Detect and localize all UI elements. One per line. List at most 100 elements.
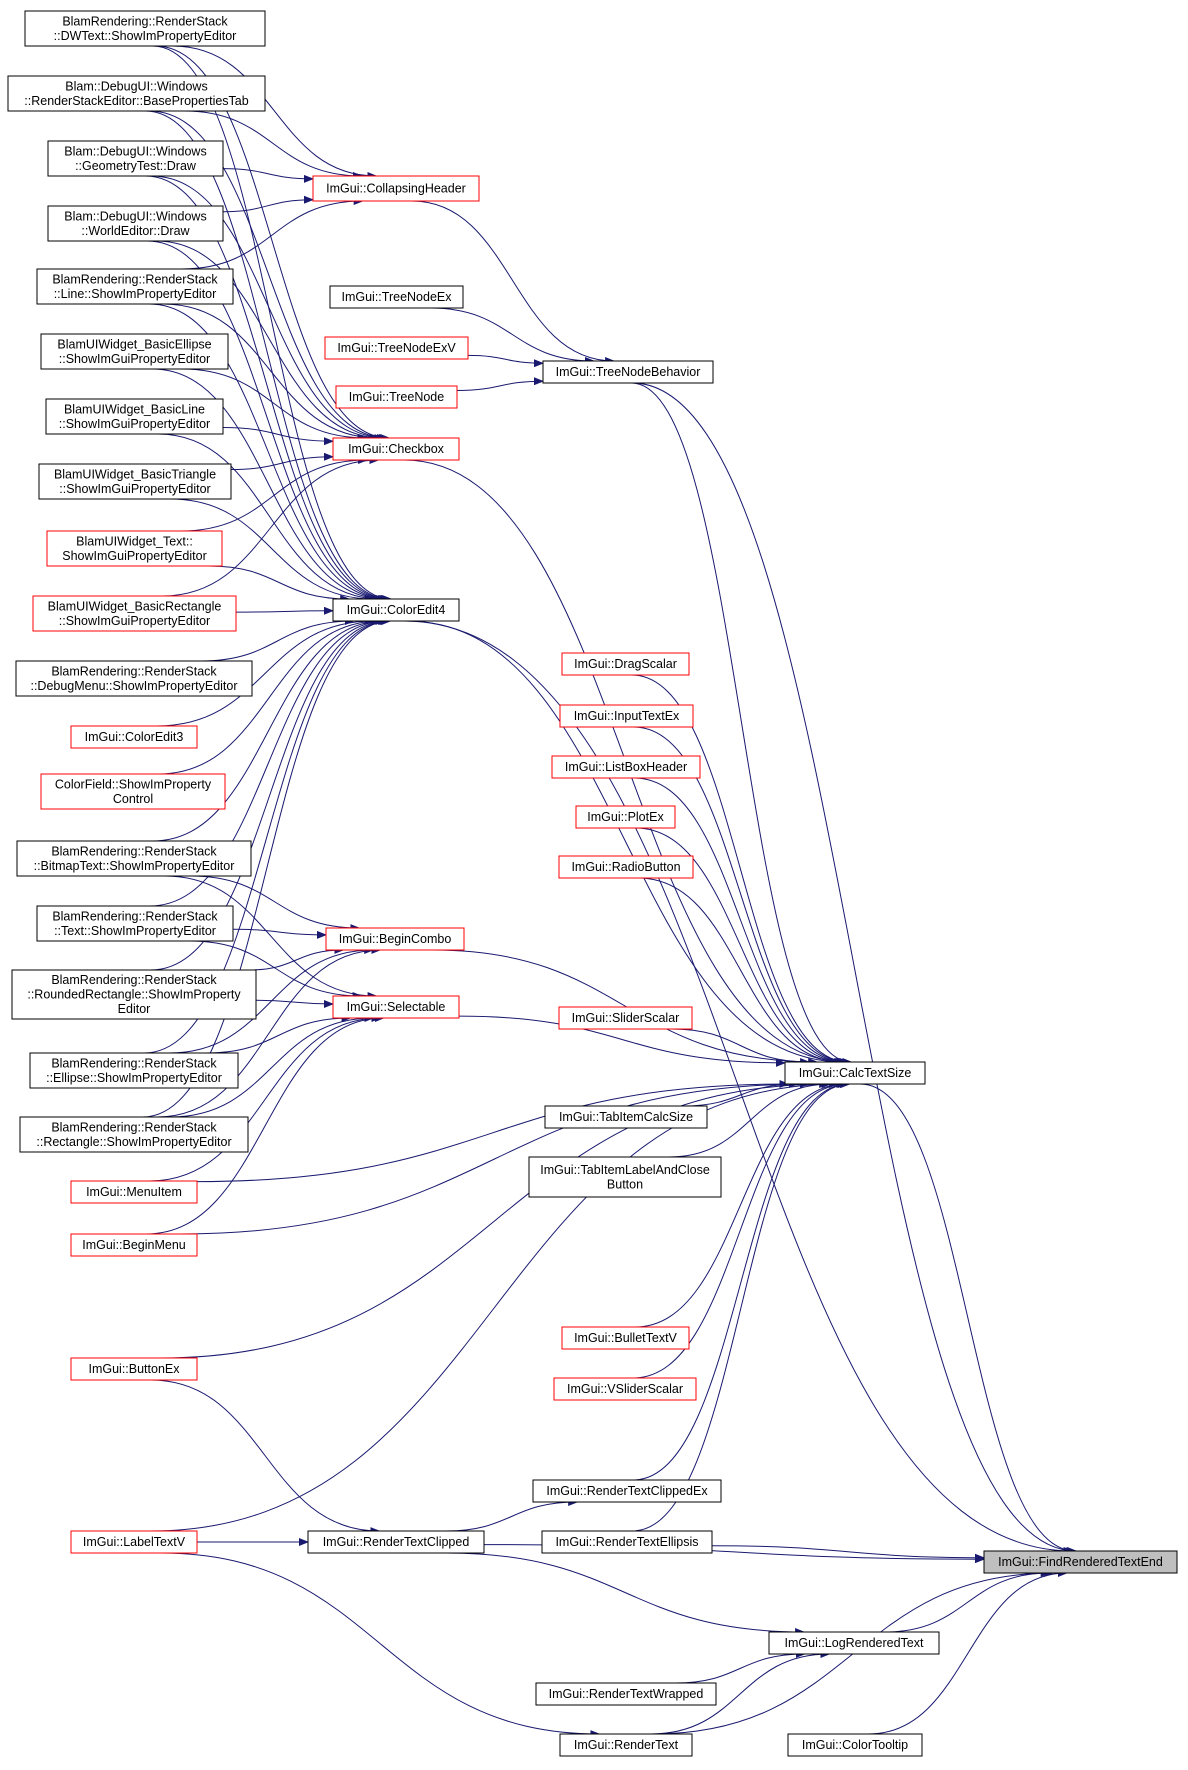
node-blamuiwidget-basictriangle-showimguipropertyeditor[interactable]: BlamUIWidget_BasicTriangle::ShowImGuiPro… [38,463,232,500]
node-imgui-rendertextclipped[interactable]: ImGui::RenderTextClipped [307,1530,485,1554]
edge-n16-to-n31 [255,999,334,1008]
edge-n16-to-n30 [249,946,345,971]
node-blamuiwidget-basicline-showimguipropertyeditor[interactable]: BlamUIWidget_BasicLine::ShowImGuiPropert… [45,398,224,435]
node-imgui-treenodeex[interactable]: ImGui::TreeNodeEx [329,285,464,309]
node-imgui-collapsingheader[interactable]: ImGui::CollapsingHeader [312,175,480,202]
node-label: BlamUIWidget_BasicEllipse [57,337,211,351]
node-blamrendering-renderstack-dwtext-showimpropertyeditor[interactable]: BlamRendering::RenderStack::DWText::Show… [24,10,266,47]
edge-n44-to-n47 [632,1080,851,1532]
node-imgui-rendertext[interactable]: ImGui::RenderText [559,1733,693,1757]
node-box [335,385,458,409]
node-blamrendering-renderstack-line-showimpropertyeditor[interactable]: BlamRendering::RenderStack::Line::ShowIm… [36,268,234,305]
node-blam-debugui-windows-renderstackeditor-basepropertiestab[interactable]: Blam::DebugUI::Windows::RenderStackEdito… [7,75,266,112]
node-imgui-radiobutton[interactable]: ImGui::RadioButton [558,855,694,879]
edge-n33-to-n47 [631,674,850,1066]
edge-n4-to-n29 [147,240,390,603]
node-label: ImGui::ColorTooltip [802,1738,908,1752]
node-imgui-plotex[interactable]: ImGui::PlotEx [575,805,676,829]
edge-n17-to-n29 [143,617,391,1054]
node-imgui-coloredit3[interactable]: ImGui::ColorEdit3 [70,725,198,749]
node-box [36,268,234,305]
node-label: ImGui::VSliderScalar [567,1382,683,1396]
edge-n8-to-n28 [230,452,334,470]
edge-n6-to-n28 [181,368,368,442]
node-label: ImGui::DragScalar [574,657,677,671]
node-imgui-selectable[interactable]: ImGui::Selectable [332,995,460,1019]
node-blamuiwidget-basicrectangle-showimguipropertyeditor[interactable]: BlamUIWidget_BasicRectangle::ShowImGuiPr… [32,595,237,632]
edge-n22-to-n47 [150,1080,840,1532]
node-label: ImGui::BeginMenu [82,1238,186,1252]
node-imgui-bullettextv[interactable]: ImGui::BulletTextV [561,1326,690,1350]
edge-n24-to-n27 [430,307,595,365]
node-box [983,1550,1178,1574]
node-label: ::ShowImGuiPropertyEditor [59,614,210,628]
node-blamrendering-renderstack-roundedrectangle-showimpropertyeditor[interactable]: BlamRendering::RenderStack::RoundedRecta… [11,969,257,1020]
edge-n44-to-n50 [711,1545,985,1562]
node-blamrendering-renderstack-debugmenu-showimpropertyeditor[interactable]: BlamRendering::RenderStack::DebugMenu::S… [15,660,253,697]
node-imgui-rendertextellipsis[interactable]: ImGui::RenderTextEllipsis [541,1530,713,1554]
node-blam-debugui-windows-worldeditor-draw[interactable]: Blam::DebugUI::Windows::WorldEditor::Dra… [47,205,224,242]
edge-n2-to-n23 [184,110,363,180]
node-imgui-logrenderedtext[interactable]: ImGui::LogRenderedText [768,1631,940,1655]
node-imgui-treenode[interactable]: ImGui::TreeNode [335,385,458,409]
edge-n39-to-n47 [683,1080,799,1107]
edge-n14-to-n30 [190,875,361,932]
node-label: Button [607,1177,643,1191]
edge-n9-to-n29 [208,565,351,603]
node-label: Control [113,792,153,806]
node-imgui-coloredit4[interactable]: ImGui::ColorEdit4 [332,598,460,622]
edge-n12-to-n29 [156,617,375,727]
node-imgui-treenodebehavior[interactable]: ImGui::TreeNodeBehavior [542,360,714,384]
node-imgui-begincombo[interactable]: ImGui::BeginCombo [325,927,465,951]
node-imgui-labeltextv[interactable]: ImGui::LabelTextV [70,1530,198,1554]
node-blam-debugui-windows-geometrytest-draw[interactable]: Blam::DebugUI::Windows::GeometryTest::Dr… [47,140,224,177]
edge-n25-to-n27 [467,354,544,368]
node-imgui-rendertextwrapped[interactable]: ImGui::RenderTextWrapped [535,1682,717,1706]
node-imgui-buttonex[interactable]: ImGui::ButtonEx [70,1357,198,1381]
node-blamrendering-renderstack-ellipse-showimpropertyeditor[interactable]: BlamRendering::RenderStack::Ellipse::Sho… [29,1052,239,1089]
node-box [46,530,223,567]
node-imgui-checkbox[interactable]: ImGui::Checkbox [332,437,460,461]
node-box [329,285,464,309]
edge-n2-to-n29 [145,110,392,603]
node-imgui-findrenderedtextend[interactable]: ImGui::FindRenderedTextEnd [983,1550,1178,1574]
node-imgui-listboxheader[interactable]: ImGui::ListBoxHeader [551,755,701,779]
node-imgui-menuitem[interactable]: ImGui::MenuItem [70,1180,198,1204]
node-box [70,1357,198,1381]
edge-n5-to-n28 [163,303,380,442]
node-label: BlamRendering::RenderStack [51,1056,217,1070]
node-label: ImGui::ListBoxHeader [565,760,687,774]
node-box [558,1006,693,1030]
node-imgui-colortooltip[interactable]: ImGui::ColorTooltip [787,1733,923,1757]
edge-n1-to-n23 [172,45,378,180]
node-blamrendering-renderstack-bitmaptext-showimpropertyeditor[interactable]: BlamRendering::RenderStack::BitmapText::… [16,840,252,877]
node-imgui-beginmenu[interactable]: ImGui::BeginMenu [70,1233,198,1257]
node-label: ImGui::TabItemLabelAndClose [540,1163,710,1177]
node-imgui-vsliderscalar[interactable]: ImGui::VSliderScalar [553,1377,697,1401]
node-imgui-calctextsize[interactable]: ImGui::CalcTextSize [784,1061,926,1085]
node-imgui-rendertextclippedex[interactable]: ImGui::RenderTextClippedEx [532,1479,722,1503]
node-blamuiwidget-text-showimguipropertyeditor[interactable]: BlamUIWidget_Text::ShowImGuiPropertyEdit… [46,530,223,567]
node-box [535,1682,717,1706]
node-imgui-tabitemcalcsize[interactable]: ImGui::TabItemCalcSize [544,1105,708,1129]
edge-n16-to-n29 [150,617,390,971]
node-box [561,652,690,676]
node-blamrendering-renderstack-rectangle-showimpropertyeditor[interactable]: BlamRendering::RenderStack::Rectangle::S… [19,1116,249,1153]
node-imgui-treenodeexv[interactable]: ImGui::TreeNodeExV [324,336,469,360]
edge-n40-to-n47 [669,1080,832,1158]
node-label: ShowImGuiPropertyEditor [62,549,207,563]
edge-n9-to-n28 [180,456,369,532]
node-blamrendering-renderstack-text-showimpropertyeditor[interactable]: BlamRendering::RenderStack::Text::ShowIm… [36,905,234,942]
edge-n21-to-n47 [160,1080,830,1359]
node-box [553,1377,697,1401]
node-box [768,1631,940,1655]
node-imgui-inputtextex[interactable]: ImGui::InputTextEx [559,704,694,728]
edge-n26-to-n27 [456,377,544,391]
node-layer: BlamRendering::RenderStack::DWText::Show… [7,10,1178,1757]
node-imgui-sliderscalar[interactable]: ImGui::SliderScalar [558,1006,693,1030]
node-blamuiwidget-basicellipse-showimguipropertyeditor[interactable]: BlamUIWidget_BasicEllipse::ShowImGuiProp… [40,333,229,370]
node-label: ImGui::RenderTextEllipsis [555,1535,698,1549]
node-imgui-dragscalar[interactable]: ImGui::DragScalar [561,652,690,676]
